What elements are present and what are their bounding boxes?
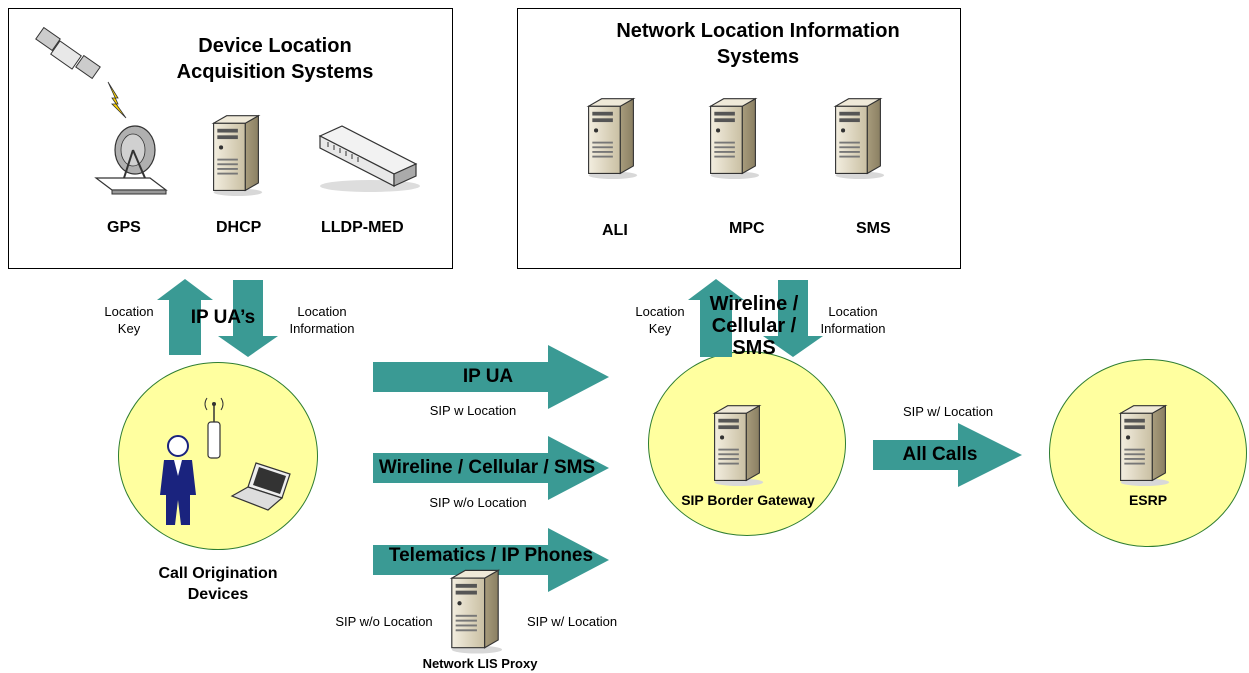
lis-proxy-server-icon	[451, 569, 503, 654]
ali-server-icon	[588, 98, 638, 179]
right-location-key-label: Location Key	[635, 304, 685, 336]
laptop-icon	[230, 462, 291, 511]
ip-ua-label: IP UA	[462, 366, 514, 387]
wireline-flow-label: Wireline / Cellular / SMS	[378, 457, 596, 478]
lldp-med-label: LLDP-MED	[321, 219, 404, 236]
satellite-icon	[35, 26, 127, 119]
call-origination-label: Call Origination Devices	[158, 565, 278, 603]
telematics-right-sub: SIP w/ Location	[526, 614, 618, 629]
ip-ua-sub: SIP w Location	[429, 403, 517, 418]
ip-uas-label: IP UA’s	[190, 307, 256, 328]
sms-server-icon	[835, 98, 885, 179]
dhcp-server-icon	[213, 115, 263, 196]
wireless-antenna-icon	[204, 397, 224, 459]
telematics-left-sub: SIP w/o Location	[335, 614, 433, 629]
left-location-key-label: Location Key	[104, 304, 154, 336]
telematics-arrow	[373, 528, 609, 592]
location-info-down-arrow	[218, 280, 278, 357]
mpc-label: MPC	[729, 220, 765, 237]
switch-icon	[318, 125, 420, 192]
gps-label: GPS	[107, 219, 141, 236]
sms-label: SMS	[856, 220, 891, 237]
gateway-server-icon	[714, 405, 764, 486]
dhcp-label: DHCP	[216, 219, 262, 236]
mpc-server-icon	[710, 98, 760, 179]
device-box-title: Device Location Acquisition Systems	[176, 35, 374, 83]
all-calls-arrow	[873, 423, 1022, 487]
right-location-info-label: Location Information	[820, 304, 886, 336]
right-location-info-down-arrow	[763, 280, 823, 357]
esrp-server-icon	[1120, 405, 1170, 486]
telematics-label: Telematics / IP Phones	[388, 545, 594, 566]
all-calls-label: All Calls	[902, 444, 978, 465]
esrp-label: ESRP	[1128, 492, 1168, 508]
right-wireline-label: Wireline / Cellular / SMS	[709, 293, 799, 359]
satellite-dish-icon	[94, 125, 168, 195]
right-location-key-up-arrow	[688, 279, 744, 357]
ali-label: ALI	[602, 222, 628, 239]
ip-ua-arrow	[373, 345, 609, 409]
person-icon	[160, 435, 196, 525]
all-calls-sub: SIP w/ Location	[902, 404, 994, 419]
sip-border-gateway-label: SIP Border Gateway	[681, 492, 815, 508]
network-box-title: Network Location Information Systems	[616, 20, 900, 68]
location-key-up-arrow	[157, 279, 213, 355]
wireline-arrow	[373, 436, 609, 500]
wireline-flow-sub: SIP w/o Location	[429, 495, 527, 510]
network-lis-proxy-label: Network LIS Proxy	[422, 656, 538, 671]
left-location-info-label: Location Information	[289, 304, 355, 336]
